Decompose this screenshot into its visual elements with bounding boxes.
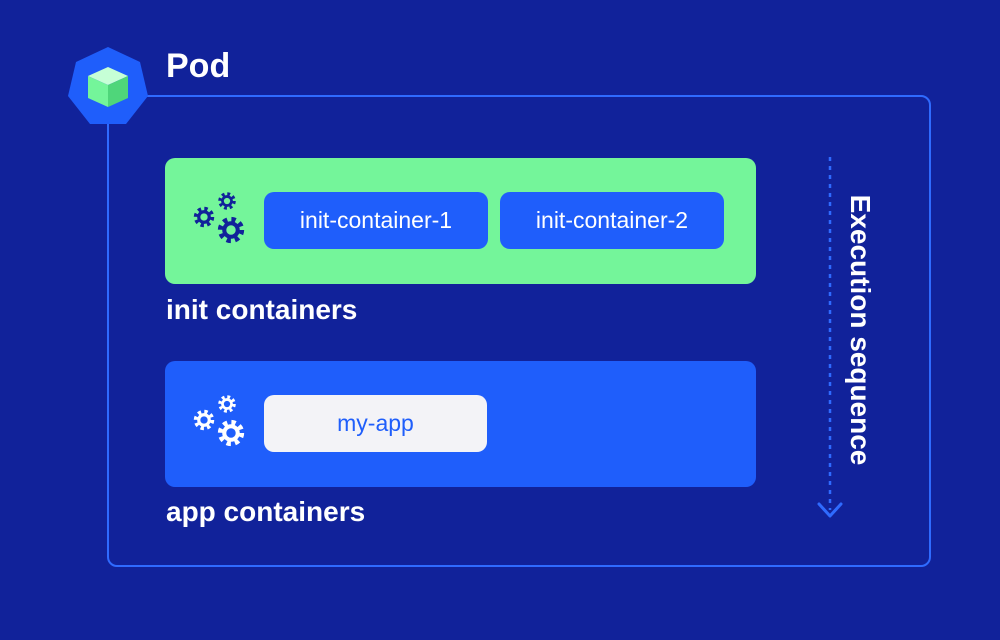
gears-icon <box>191 188 253 248</box>
cube-icon <box>64 44 152 132</box>
pod-frame <box>107 95 931 567</box>
init-container-2-chip[interactable]: init-container-2 <box>500 192 724 249</box>
execution-sequence-text: Execution sequence <box>845 194 876 466</box>
pod-title: Pod <box>166 47 231 85</box>
init-containers-label: init containers <box>166 294 358 325</box>
init-containers-panel: init-container-1 init-container-2 <box>165 158 756 284</box>
app-containers-label: app containers <box>166 496 366 527</box>
arrow-down-icon <box>817 155 843 525</box>
my-app-chip[interactable]: my-app <box>264 395 487 452</box>
app-containers-panel: my-app <box>165 361 756 487</box>
init-container-1-chip[interactable]: init-container-1 <box>264 192 488 249</box>
gears-icon <box>191 391 253 451</box>
